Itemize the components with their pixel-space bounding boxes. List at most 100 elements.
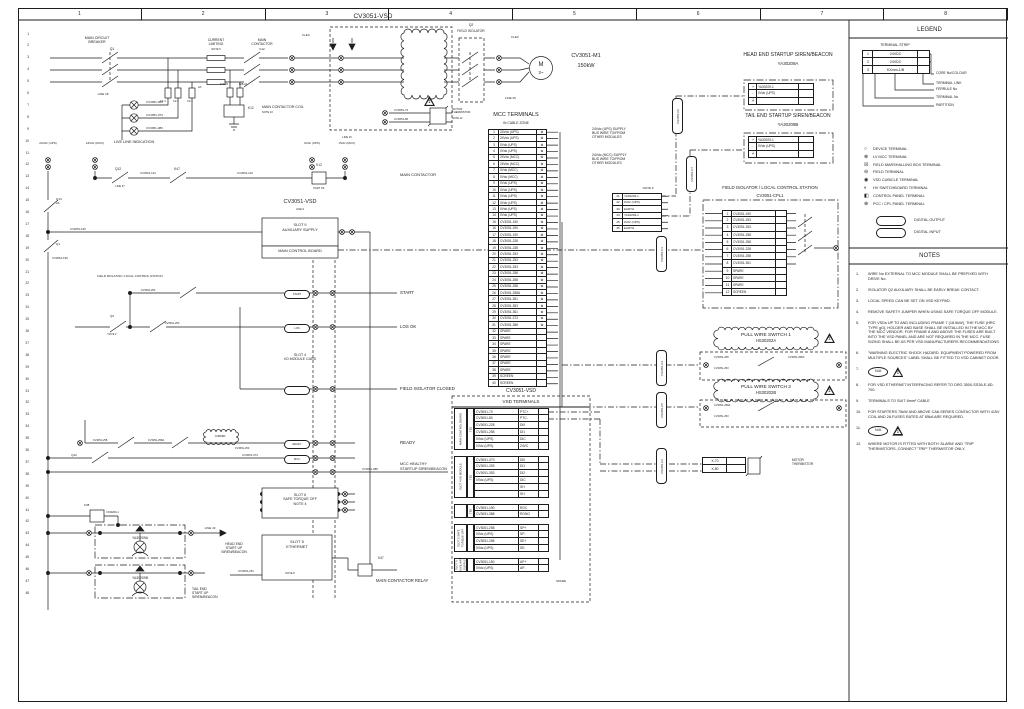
component-outline — [206, 79, 226, 85]
terminal-cross — [383, 111, 387, 115]
terminal-strip-label: TERMINAL STRIP — [880, 43, 910, 47]
q12b-tag: Q12 — [71, 452, 77, 457]
component-outline — [164, 87, 172, 99]
table-cell — [776, 268, 786, 274]
table-cell — [539, 484, 548, 490]
contact-icon — [461, 63, 479, 76]
digital-io-shape — [876, 228, 906, 238]
table-cell: CV3051-258 — [499, 283, 537, 289]
vsd-group-side-label: MAIN CONTROL BOARD — [454, 408, 467, 450]
table-cell — [757, 97, 799, 104]
junction-dot — [128, 325, 132, 329]
table-cell: ⊗ — [540, 174, 544, 179]
junction-dot — [98, 571, 102, 575]
main-contactor-title: MAIN CONTACTOR — [251, 38, 273, 47]
table-cell — [539, 538, 548, 544]
terminal-cross — [310, 165, 314, 169]
table-cell: 39 — [489, 373, 499, 380]
line-number: 16 — [25, 210, 29, 214]
fi-lcs-label: FIELD ISOLATOR / LOCAL CONTROL STATION — [97, 274, 163, 278]
motor-tag: CV3051-M1 — [571, 53, 601, 59]
component-outline — [188, 87, 196, 99]
terminal-cross — [290, 68, 294, 72]
table-cell: CV3051-253 — [499, 264, 537, 270]
contact-icon — [171, 436, 189, 449]
lamp-wire-2: CV3051-073 — [146, 112, 163, 117]
cable-tag-label: CV3051-C6 — [675, 108, 680, 124]
terminal-cross — [330, 387, 335, 391]
k38-tag: K38 — [84, 503, 90, 507]
vsd-mid-title: CV3051-VSD — [283, 199, 317, 205]
note-number: 3. — [856, 298, 860, 303]
note-number: 8. — [856, 383, 860, 388]
line-number: 8 — [27, 114, 29, 119]
current-limiting: CURRENT LIMITING — [207, 38, 225, 47]
table-row: SH — [474, 484, 549, 491]
table-cell: AP- — [519, 565, 539, 571]
table-cell: CV3051-353 — [499, 302, 537, 309]
line-number: 34 — [25, 424, 29, 429]
junction-dot — [46, 531, 50, 535]
pw2-wire-b: CV3051-253 — [714, 414, 729, 418]
vsd-group-tb-label: TB1 — [467, 408, 474, 450]
table-cell — [727, 465, 745, 472]
table-cell — [539, 429, 548, 435]
line-number: 5 — [27, 79, 29, 84]
fuse-3: F3.1 — [187, 99, 193, 103]
cpl1-tag: CV3051-CPL1 — [756, 192, 784, 198]
table-cell: ⊗ — [540, 206, 544, 211]
table-cell: ⊗ — [540, 136, 544, 141]
terminal-cross — [135, 582, 145, 592]
wire-190: CV3051-190 — [52, 256, 68, 260]
note-text: WHERE MOTOR IS FITTED WITH BOTH 'ALARM' … — [868, 441, 975, 451]
pull-wire-switch-tag: HS30202A — [755, 337, 777, 343]
terminal-cross — [704, 363, 708, 367]
warning-triangle-icon: 1 — [892, 367, 904, 378]
table-cell: SPARE — [499, 335, 537, 341]
component-outline — [261, 487, 339, 519]
table-cell: 0Vdc (UPS) — [624, 219, 640, 224]
table-cell: 1 — [723, 211, 732, 217]
table-cell: 24 — [489, 277, 499, 283]
contact-icon — [91, 451, 109, 464]
main-contactor-mid: MAIN CONTACTOR — [400, 172, 437, 177]
table-cell — [539, 443, 548, 449]
fuse-rating: 2A — [198, 85, 202, 89]
table-cell: 41 — [613, 194, 623, 199]
table-cell: 8 — [723, 260, 732, 267]
pw2-wire-a: CV3051-258A — [714, 403, 731, 407]
table-cell: 15 — [489, 219, 499, 225]
wire-373: CV3051-373 — [242, 453, 258, 457]
head-siren-title: HEAD END STARTUP SIREN/BEACON — [743, 52, 833, 58]
component-outline — [89, 509, 105, 523]
table-cell — [539, 470, 548, 476]
terminal-cross — [837, 363, 841, 367]
legend-symbol-row: ◉VSD CUBICLE TERMINAL — [864, 177, 919, 183]
table-cell: CV3051-258 — [732, 253, 776, 260]
table-row: 0Vdc (UPS)SP- — [474, 531, 549, 538]
table-cell: SPARE — [499, 367, 537, 373]
cable-tag-label: CV3051-C1 — [659, 246, 664, 262]
table-cell — [799, 137, 813, 142]
component-outline — [311, 171, 327, 185]
cable-tag: CV3051-C6 — [672, 98, 683, 134]
table-cell — [539, 531, 548, 537]
table-cell: CV3051-150 — [475, 559, 519, 564]
terminal-cross — [130, 127, 138, 135]
line-number: 23 — [25, 293, 29, 298]
table-row: 0Vdc (UPS)24VC — [474, 443, 549, 450]
terminal-cross — [313, 456, 318, 460]
